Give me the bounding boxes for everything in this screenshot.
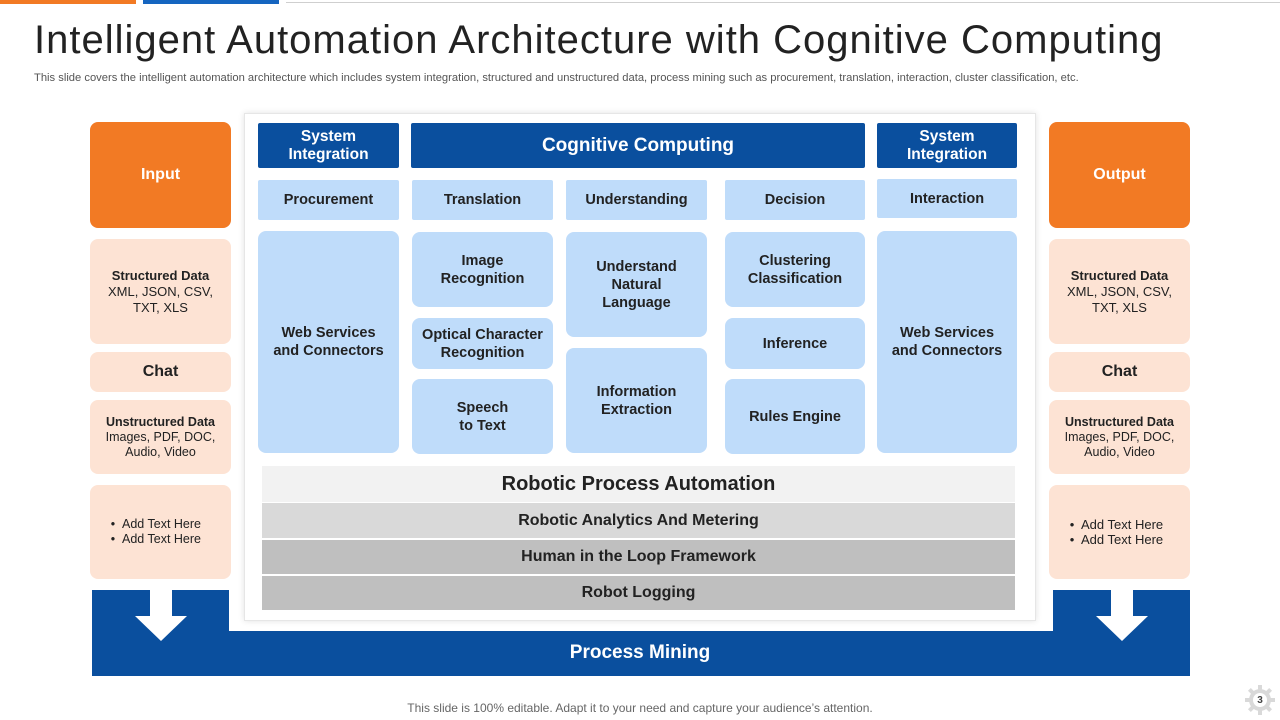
process-mining-bar [92,631,1190,676]
top-accent-gray [286,2,1280,3]
right-structured-line2: TXT, XLS [1092,299,1147,315]
understanding-header: Understanding [566,180,707,220]
robotic-analytics-band: Robotic Analytics And Metering [262,503,1015,538]
understanding-label: Understanding [585,192,688,208]
unl-line2: Natural [611,276,662,293]
translation-label: Translation [443,192,522,208]
rules-engine-label: Rules Engine [749,408,841,425]
rpa-label: Robotic Process Automation [501,472,776,495]
robot-logging-label: Robot Logging [581,584,696,601]
right-chat-label: Chat [1101,363,1138,380]
page-subtitle: This slide covers the intelligent automa… [34,72,1079,84]
system-integration-left: System Integration [258,123,399,168]
decision-header: Decision [725,180,865,220]
speech-to-text-line1: Speech [456,399,509,416]
ocr-line2: Recognition [440,344,525,361]
left-structured-title: Structured Data [111,267,210,283]
page-number: 3 [1257,694,1263,706]
right-structured-title: Structured Data [1070,267,1169,283]
right-unstructured-line2: Audio, Video [1084,444,1155,459]
information-extraction-line2: Extraction [601,401,672,418]
system-integration-left-line2: Integration [288,145,369,163]
procurement-label: Procurement [283,192,374,208]
right-structured-data: Structured Data XML, JSON, CSV, TXT, XLS [1049,239,1190,344]
left-structured-data: Structured Data XML, JSON, CSV, TXT, XLS [90,239,231,344]
web-services-right-line1: Web Services [899,325,995,341]
speech-to-text-line2: to Text [459,417,506,434]
page-title: Intelligent Automation Architecture with… [34,18,1164,62]
left-structured-line1: XML, JSON, CSV, [108,283,213,299]
image-recognition: Image Recognition [412,232,553,307]
system-integration-right-line2: Integration [906,145,988,163]
left-bullet-item: Add Text Here [104,532,201,547]
left-unstructured-line2: Audio, Video [125,444,196,459]
inference: Inference [725,318,865,369]
system-integration-right-line1: System [919,127,975,145]
interaction-label: Interaction [909,190,985,207]
right-structured-line1: XML, JSON, CSV, [1067,283,1172,299]
web-services-right-line2: and Connectors [891,343,1003,359]
left-bullet-item: Add Text Here [104,517,201,532]
information-extraction-line1: Information [596,383,677,400]
ocr-line1: Optical Character [422,326,543,343]
input-heading-label: Input [140,166,181,183]
web-services-left-line2: and Connectors [273,343,384,359]
right-bullet-item: Add Text Here [1063,532,1163,547]
right-unstructured-title: Unstructured Data [1064,414,1175,429]
left-chat: Chat [90,352,231,392]
procurement-header: Procurement [258,180,399,220]
unl-line1: Understand [596,258,677,275]
footer-note: This slide is 100% editable. Adapt it to… [407,701,873,715]
output-heading-label: Output [1093,166,1146,183]
human-in-the-loop-band: Human in the Loop Framework [262,540,1015,574]
robot-logging-band: Robot Logging [262,576,1015,610]
interaction-header: Interaction [877,179,1017,218]
unl-line3: Language [602,294,671,311]
decision-label: Decision [764,192,826,208]
cognitive-computing-label: Cognitive Computing [541,134,735,156]
right-chat: Chat [1049,352,1190,392]
top-accent-blue [143,0,279,4]
image-recognition-line1: Image [461,252,504,269]
clustering-line1: Clustering [759,252,831,269]
top-accent-orange [0,0,136,4]
left-structured-line2: TXT, XLS [133,299,188,315]
inference-label: Inference [762,335,828,352]
robotic-process-automation-band: Robotic Process Automation [262,466,1015,502]
speech-to-text: Speech to Text [412,379,553,454]
optical-character-recognition: Optical Character Recognition [412,318,553,369]
right-unstructured-line1: Images, PDF, DOC, [1064,429,1175,444]
system-integration-right: System Integration [877,123,1017,168]
analytics-label: Robotic Analytics And Metering [518,511,759,529]
down-arrow-right-icon [1096,590,1148,641]
system-integration-left-line1: System [300,127,357,145]
information-extraction: Information Extraction [566,348,707,453]
left-unstructured-line1: Images, PDF, DOC, [105,429,216,444]
hitl-label: Human in the Loop Framework [521,548,756,565]
left-bullets: Add Text Here Add Text Here [90,485,231,579]
right-bullet-item: Add Text Here [1063,517,1163,532]
left-chat-label: Chat [142,363,179,380]
web-services-left-line1: Web Services [281,325,376,341]
left-unstructured-title: Unstructured Data [105,414,216,429]
web-services-left: Web Services and Connectors [258,231,399,453]
translation-header: Translation [412,180,553,220]
output-heading: Output [1049,122,1190,228]
clustering-line2: Classification [747,270,843,287]
web-services-right: Web Services and Connectors [877,231,1017,453]
rules-engine: Rules Engine [725,379,865,454]
clustering-classification: Clustering Classification [725,232,865,307]
down-arrow-left-icon [135,590,187,641]
right-bullets: Add Text Here Add Text Here [1049,485,1190,579]
right-unstructured-data: Unstructured Data Images, PDF, DOC, Audi… [1049,400,1190,474]
understand-natural-language: Understand Natural Language [566,232,707,337]
image-recognition-line2: Recognition [440,270,525,287]
left-unstructured-data: Unstructured Data Images, PDF, DOC, Audi… [90,400,231,474]
cognitive-computing-header: Cognitive Computing [411,123,865,168]
input-heading: Input [90,122,231,228]
process-mining-label: Process Mining [569,642,711,663]
gear-icon [1245,685,1275,715]
